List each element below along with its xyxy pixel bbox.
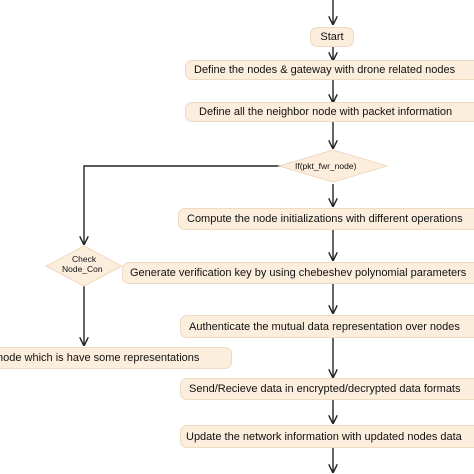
start-node: Start	[310, 27, 354, 47]
side-box-representations: node which is have some representations	[0, 347, 232, 369]
step-compute-initializations: Compute the node initializations with di…	[178, 208, 474, 230]
step-send-receive: Send/Recieve data in encrypted/decrypted…	[180, 378, 474, 400]
arrow-decision-to-check	[84, 165, 298, 244]
step-define-nodes: Define the nodes & gateway with drone re…	[185, 60, 474, 80]
decision-main-label: If(pkt_fwr_node)	[295, 161, 357, 171]
decision-check-label-line2: Node_Con	[62, 264, 103, 274]
step-generate-key: Generate verification key by using chebe…	[122, 262, 474, 284]
step-authenticate: Authenticate the mutual data representat…	[180, 315, 474, 338]
decision-check-shape	[44, 245, 124, 287]
decision-main-shape	[277, 149, 389, 183]
decision-check-label-line1: Check	[72, 254, 97, 264]
step-update-network: Update the network information with upda…	[180, 425, 474, 448]
step-define-neighbors: Define all the neighbor node with packet…	[185, 102, 474, 122]
